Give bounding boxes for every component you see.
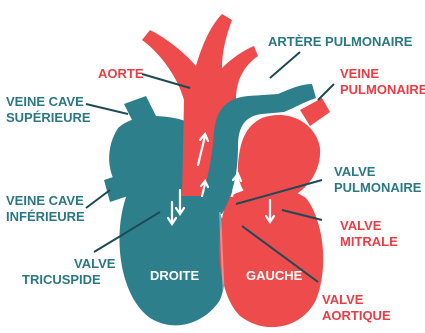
- leader-veine-cave-inf: [86, 190, 110, 208]
- label-veine-cave-inf-line1: VEINE CAVE: [6, 193, 84, 208]
- leader-veine-cave-sup: [86, 104, 128, 114]
- label-valve-mitrale-line2: MITRALE: [340, 234, 398, 249]
- label-valve-tricuspide-line1: VALVE: [74, 256, 116, 271]
- leader-veine-pulmonaire: [318, 84, 334, 100]
- label-valve-aortique-line2: AORTIQUE: [322, 308, 391, 323]
- label-veine-pulmonaire-line1: VEINE: [340, 66, 379, 81]
- label-aorte: AORTE: [98, 66, 144, 81]
- leader-artere-pulmonaire: [270, 52, 300, 78]
- label-valve-aortique-line1: VALVE: [322, 292, 364, 307]
- label-veine-pulmonaire-line2: PULMONAIRE: [340, 82, 425, 97]
- label-veine-cave-inf-line2: INFÉRIEURE: [6, 209, 85, 224]
- label-droite: DROITE: [150, 268, 199, 283]
- label-veine-cave-sup-line1: VEINE CAVE: [6, 94, 84, 109]
- label-valve-pulmonaire-line2: PULMONAIRE: [334, 180, 422, 195]
- label-veine-cave-sup-line2: SUPÉRIEURE: [6, 110, 91, 125]
- label-artere-pulmonaire: ARTÈRE PULMONAIRE: [268, 34, 413, 49]
- label-valve-mitrale-line1: VALVE: [340, 218, 382, 233]
- label-gauche: GAUCHE: [246, 268, 303, 283]
- label-valve-tricuspide-line2: TRICUSPIDE: [22, 272, 101, 287]
- label-valve-pulmonaire-line1: VALVE: [334, 164, 376, 179]
- left-ventricle: [219, 188, 323, 328]
